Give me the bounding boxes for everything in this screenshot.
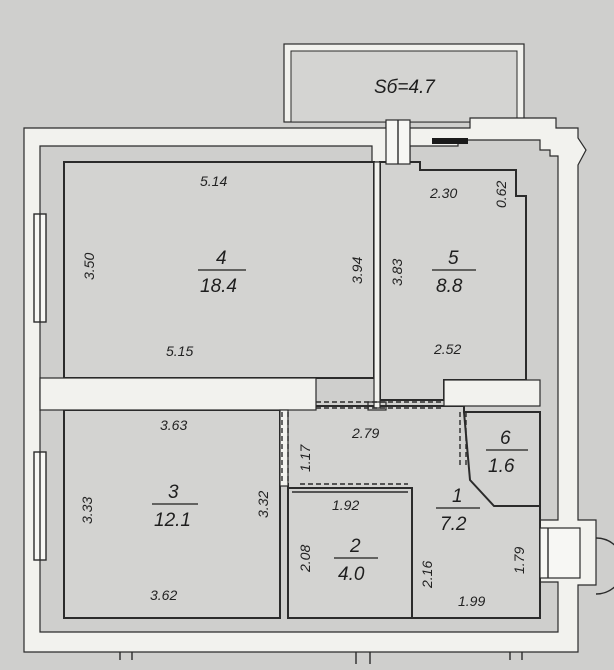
room-3-dim-right: 3.32 [255, 491, 271, 518]
room-3-dim-bottom: 3.62 [150, 587, 177, 603]
room-2-dim-right: 2.16 [419, 561, 435, 589]
room-1-dim-right: 1.79 [511, 547, 527, 574]
room-1-area: 7.2 [440, 514, 467, 535]
room-6-area: 1.6 [488, 456, 515, 477]
windows [33, 119, 614, 595]
room-5-dim-top: 2.30 [429, 185, 457, 201]
room-5-number: 5 [448, 248, 459, 269]
room-2-dim-top: 1.92 [332, 497, 359, 513]
room-2-dim-left: 2.08 [297, 545, 313, 573]
room-1-dim-left: 1.17 [297, 444, 313, 472]
room-3-area: 12.1 [154, 510, 191, 531]
room-3-number: 3 [168, 482, 179, 503]
room-4-number: 4 [216, 248, 227, 269]
room-2-area: 4.0 [338, 564, 365, 585]
room-1-dim-top: 2.79 [351, 425, 379, 441]
room-4-dim-top: 5.14 [200, 173, 227, 189]
bottom-wall-marks [119, 652, 523, 664]
balcony [283, 43, 525, 123]
room-4-dim-right: 3.94 [349, 257, 365, 284]
room-4-area: 18.4 [200, 276, 237, 297]
room-2 [287, 487, 413, 619]
interior-walls [39, 161, 541, 487]
room-3-dim-left: 3.33 [79, 497, 95, 524]
room-4-dim-bottom: 5.15 [166, 343, 193, 359]
balcony-label: Sб=4.7 [374, 77, 436, 98]
room-5-area: 8.8 [436, 276, 463, 297]
openings [281, 401, 467, 485]
room-5-dim-left: 3.83 [389, 259, 405, 286]
room-6 [462, 411, 541, 507]
room-5-dim-bottom: 2.52 [433, 341, 461, 357]
room-6-number: 6 [500, 428, 511, 449]
room-1-number: 1 [452, 486, 463, 507]
room-4-dim-left: 3.50 [81, 253, 97, 280]
room-2-number: 2 [349, 536, 361, 557]
room-1-dim-bottom: 1.99 [458, 593, 485, 609]
room-3-dim-top: 3.63 [160, 417, 187, 433]
room-5-dim-side: 0.62 [493, 181, 509, 208]
room-5 [379, 161, 527, 401]
